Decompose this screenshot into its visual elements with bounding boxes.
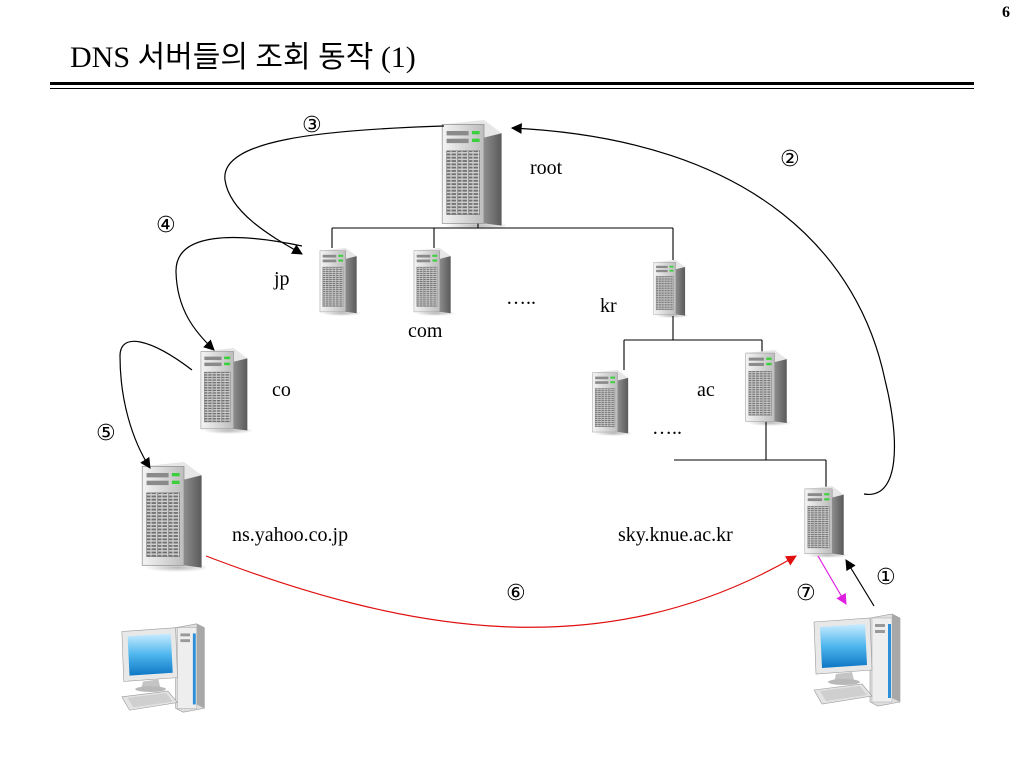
arrow-step-4 — [175, 236, 303, 351]
step-3-label: ③ — [302, 113, 322, 138]
label-co: co — [272, 379, 291, 401]
step-1-label: ① — [876, 565, 896, 590]
arrow-step-6 — [205, 555, 797, 628]
arrow-step-7 — [817, 555, 847, 605]
title-rule-thin — [50, 88, 974, 89]
slide-title: DNS 서버들의 조회 동작 (1) — [70, 41, 416, 74]
label-com: com — [408, 320, 443, 342]
arrow-step-5 — [119, 340, 193, 469]
client-pc-left-icon — [121, 623, 205, 713]
label-kr: kr — [600, 295, 617, 317]
label-dots-top: ….. — [506, 287, 536, 309]
title-rule-thick — [50, 82, 974, 85]
label-jp: jp — [273, 268, 290, 290]
query-arrows — [119, 123, 896, 628]
step-2-label: ② — [780, 147, 800, 172]
label-sky: sky.knue.ac.kr — [618, 524, 733, 546]
server-root-icon — [441, 120, 506, 230]
arrow-step-1 — [845, 559, 875, 607]
arrow-step-3 — [224, 125, 445, 255]
page-number: 6 — [1002, 4, 1010, 21]
server-jp-icon — [319, 248, 363, 316]
server-kr-icon — [653, 260, 691, 318]
step-6-label: ⑥ — [506, 581, 526, 606]
server-sky-icon — [804, 486, 851, 558]
step-7-label: ⑦ — [796, 581, 816, 606]
server-kr-sibling-icon — [591, 370, 634, 436]
tree-lines — [331, 214, 827, 490]
step-4-label: ④ — [156, 213, 176, 238]
server-co-icon — [200, 348, 255, 434]
label-ac: ac — [697, 379, 715, 401]
label-ns: ns.yahoo.co.jp — [232, 524, 348, 546]
client-pc-right-icon — [813, 613, 901, 707]
label-dots-mid: ….. — [652, 417, 682, 439]
server-com-icon — [413, 248, 457, 316]
server-ns-icon — [141, 462, 206, 572]
arrow-step-2 — [510, 123, 896, 495]
step-5-label: ⑤ — [96, 421, 116, 446]
server-ac-icon — [745, 350, 794, 426]
label-root: root — [530, 157, 563, 179]
